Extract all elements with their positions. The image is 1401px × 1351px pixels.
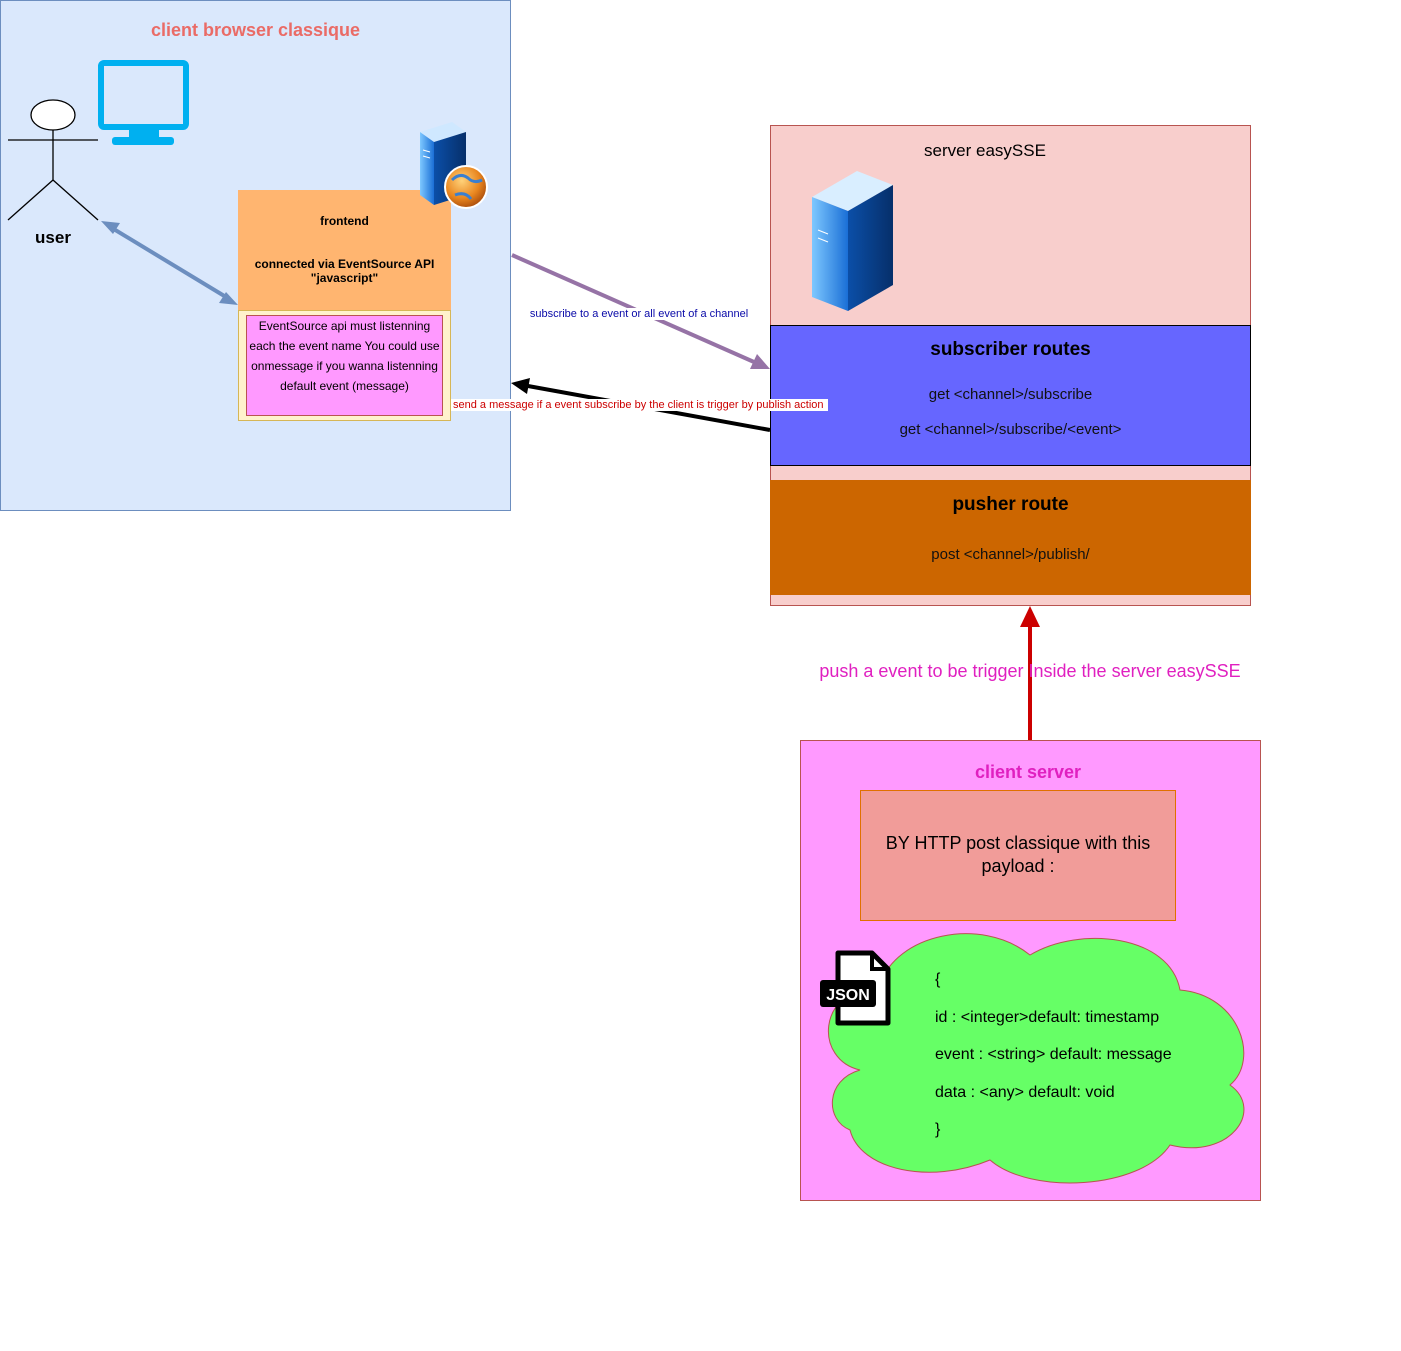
eventsource-note: EventSource api must listenning each the… [246, 315, 443, 416]
push-event-edge-label: push a event to be trigger Inside the se… [819, 661, 1241, 681]
server-icon [812, 171, 893, 311]
subscriber-route: get <channel>/subscribe/<event> [899, 421, 1122, 438]
subscriber-route: get <channel>/subscribe [928, 386, 1093, 403]
send-message-edge-label: send a message if a event subscribe by t… [451, 399, 828, 411]
payload-cloud [828, 933, 1245, 1184]
pusher-route-title: pusher route [952, 494, 1069, 515]
payload-line: id : <integer>default: timestamp [935, 1009, 1160, 1026]
subscriber-routes-box [770, 325, 1251, 466]
payload-line: event : <string> default: message [935, 1046, 1172, 1063]
user-frontend-arrow [101, 221, 238, 305]
client-server-title: client server [974, 762, 1082, 782]
frontend-box [238, 190, 451, 310]
payload-line: { [935, 971, 941, 988]
pusher-route: post <channel>/publish/ [931, 546, 1090, 563]
http-post-note: BY HTTP post classique with this payload… [860, 790, 1176, 921]
subscribe-edge-label: subscribe to a event or all event of a c… [526, 308, 752, 320]
server-title: server easySSE [924, 141, 1046, 160]
payload-line: data : <any> default: void [935, 1084, 1115, 1101]
monitor-icon [98, 60, 189, 145]
frontend-description: connected via EventSource API "javascrip… [254, 257, 435, 285]
web-server-icon [420, 122, 488, 209]
client-browser-title: client browser classique [150, 20, 361, 40]
subscriber-routes-title: subscriber routes [930, 339, 1091, 360]
json-file-icon: JSON [820, 950, 891, 1026]
push-event-arrow [1020, 606, 1040, 740]
pusher-route-box [770, 480, 1251, 595]
json-badge-text: JSON [826, 987, 870, 1004]
frontend-title: frontend [320, 214, 369, 228]
payload-line: } [935, 1121, 941, 1138]
user-actor-icon [7, 99, 99, 221]
user-label: user [35, 228, 71, 247]
